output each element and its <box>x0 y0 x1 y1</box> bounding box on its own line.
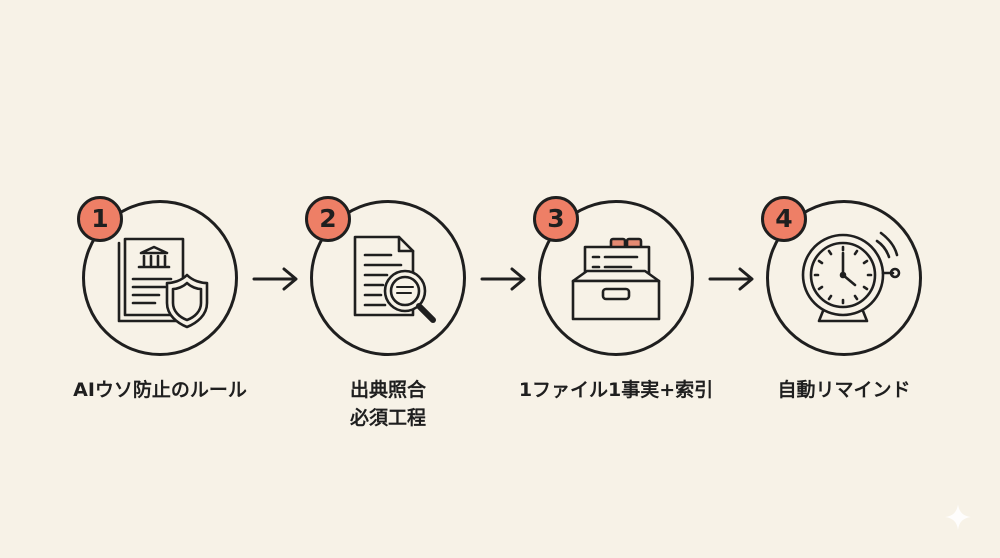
step-4-number-badge: 4 <box>761 196 807 242</box>
step-2-number-badge: 2 <box>305 196 351 242</box>
step-1-label-line-1: AIウソ防止のルール <box>73 379 247 401</box>
arrow-right-icon <box>480 267 526 291</box>
step-3-label-line-1: 1ファイル1事実+索引 <box>518 379 714 401</box>
step-2-label-line-1: 出典照合 <box>349 379 426 401</box>
step-1-circle <box>82 200 238 356</box>
file-drawer-icon <box>571 237 661 321</box>
step-2-label: 出典照合 必須工程 <box>268 376 508 432</box>
arrow-right-icon <box>252 267 298 291</box>
step-2-label-line-2: 必須工程 <box>349 407 426 429</box>
document-magnifier-icon <box>353 235 436 323</box>
sparkle-icon <box>945 504 971 530</box>
step-3-circle <box>538 200 694 356</box>
document-shield-icon <box>117 237 209 329</box>
step-3-label: 1ファイル1事実+索引 <box>496 376 736 404</box>
step-4-label: 自動リマインド <box>724 376 964 404</box>
arrow-right-icon <box>708 267 754 291</box>
step-1-number-badge: 1 <box>77 196 123 242</box>
step-3-number-badge: 3 <box>533 196 579 242</box>
alarm-clock-icon <box>801 231 901 323</box>
step-1-label: AIウソ防止のルール <box>40 376 280 404</box>
step-4-label-line-1: 自動リマインド <box>777 379 911 401</box>
